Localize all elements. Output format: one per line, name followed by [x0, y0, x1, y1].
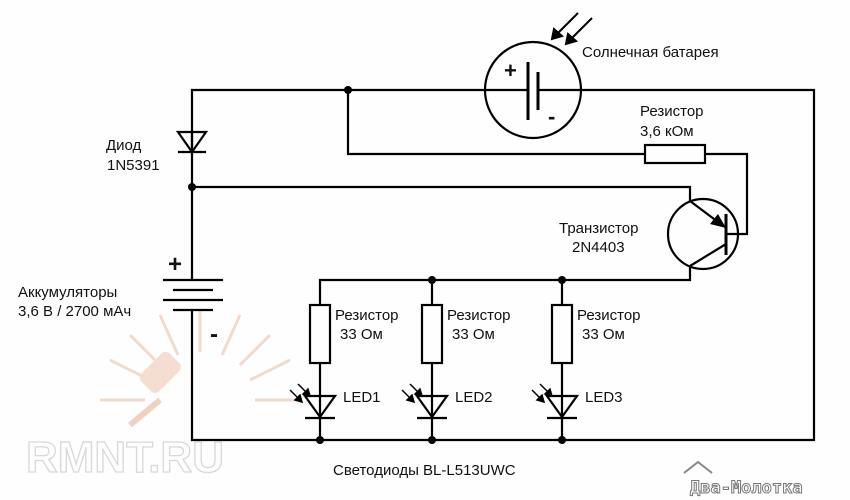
resistor-value: 33 Ом	[452, 326, 495, 343]
resistor-value: 33 Ом	[340, 326, 383, 343]
svg-text:Транзистор: Транзистор	[559, 220, 638, 237]
svg-text:3,6 кОм: 3,6 кОм	[640, 123, 694, 140]
diode-symbol	[175, 130, 209, 154]
watermark-rmnt: RMNT.RU	[25, 310, 300, 483]
resistor-symbol	[308, 303, 332, 365]
led-branch: Резистор 33 Ом LED2	[401, 303, 511, 420]
led-symbol	[289, 383, 338, 420]
watermark-dva-molotka: Два-Молотка	[683, 460, 803, 499]
resistor-label: Резистор	[335, 307, 399, 324]
resistor-symbol	[420, 303, 444, 365]
light-arrows-icon	[550, 12, 593, 46]
led-branch: Резистор 33 Ом LED3	[531, 303, 641, 420]
led-label: LED2	[455, 389, 493, 406]
resistor-base-symbol	[643, 143, 707, 165]
light-arrows-icon	[289, 383, 312, 404]
svg-text:Резистор: Резистор	[640, 103, 704, 120]
svg-text:Аккумуляторы: Аккумуляторы	[18, 284, 117, 301]
transistor-symbol	[666, 197, 740, 271]
led-label: LED3	[585, 389, 623, 406]
led-symbol	[531, 383, 580, 420]
accumulator-symbol: + -	[163, 251, 223, 348]
svg-text:Диод: Диод	[106, 137, 142, 154]
svg-text:+: +	[168, 251, 182, 278]
led-label: LED1	[343, 389, 381, 406]
svg-text:3,6 В / 2700 мАч: 3,6 В / 2700 мАч	[18, 303, 131, 320]
resistor-label: Резистор	[577, 307, 641, 324]
light-arrows-icon	[531, 383, 554, 404]
svg-text:-: -	[548, 104, 555, 129]
leds-caption: Светодиоды BL-L513UWC	[333, 462, 516, 479]
solar-battery-symbol: + -	[483, 12, 593, 140]
resistor-label: Резистор	[447, 307, 511, 324]
svg-text:Два-Молотка: Два-Молотка	[690, 478, 803, 498]
junctions	[188, 86, 566, 444]
svg-text:2N4403: 2N4403	[572, 239, 625, 256]
led-branch: Резистор 33 Ом LED1	[289, 303, 399, 420]
svg-text:1N5391: 1N5391	[107, 157, 160, 174]
resistor-symbol	[550, 303, 574, 365]
wires	[190, 88, 816, 442]
svg-text:-: -	[210, 321, 218, 348]
light-arrows-icon	[401, 383, 424, 404]
svg-text:+: +	[504, 58, 517, 83]
resistor-value: 33 Ом	[582, 326, 625, 343]
solar-label: Солнечная батарея	[582, 44, 719, 61]
led-symbol	[401, 383, 450, 420]
